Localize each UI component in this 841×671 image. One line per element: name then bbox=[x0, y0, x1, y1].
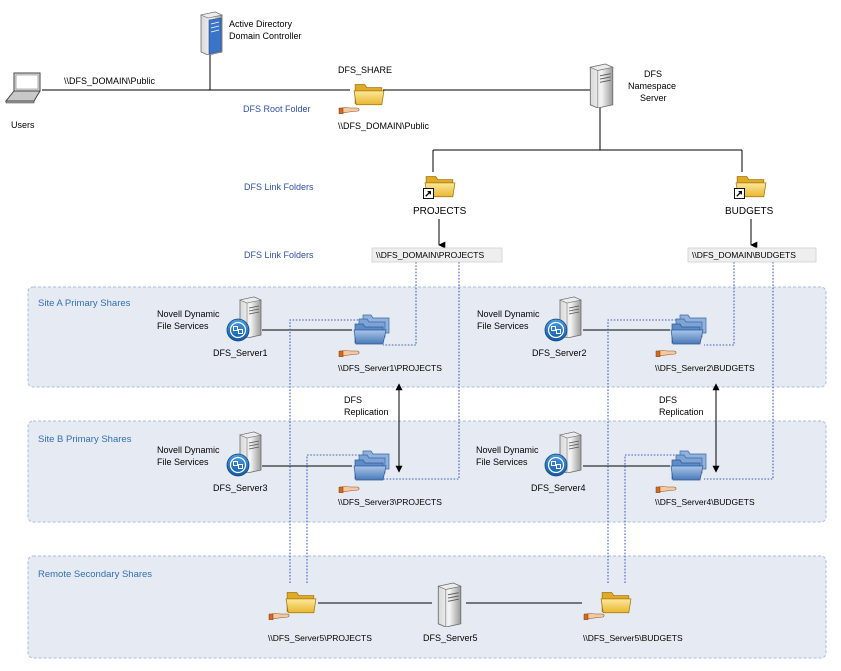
dfs-share-label: DFS_SHARE bbox=[338, 65, 392, 75]
top-connectors bbox=[42, 55, 743, 172]
server-share-links bbox=[262, 329, 670, 604]
referral-lines bbox=[289, 262, 774, 583]
nds-label-1: Novell Dynamic bbox=[477, 309, 540, 319]
nds-label-1: Novell Dynamic bbox=[476, 445, 539, 455]
namespace-server-label-2: Namespace bbox=[628, 81, 676, 91]
dfs-server3-label: DFS_Server3 bbox=[213, 483, 268, 493]
nds-label-2: File Services bbox=[157, 321, 209, 331]
dfs-server1-label: DFS_Server1 bbox=[213, 348, 268, 358]
replication-label-right-2: Replication bbox=[659, 407, 704, 417]
share-hand-icon bbox=[338, 107, 360, 114]
budgets-path-box bbox=[687, 247, 817, 263]
dfs-root-folder-icon[interactable] bbox=[353, 84, 385, 106]
server3-share-path: \\DFS_Server3\PROJECTS bbox=[338, 497, 442, 507]
dfs-server5-icon bbox=[437, 582, 462, 627]
dfs-link-folders-label: DFS Link Folders bbox=[244, 250, 314, 260]
nds-label-2: File Services bbox=[477, 321, 529, 331]
dfs-link-folders-label: DFS Link Folders bbox=[244, 182, 314, 192]
site-b-title: Site B Primary Shares bbox=[38, 434, 132, 445]
nds-label-1: Novell Dynamic bbox=[157, 445, 220, 455]
dfs-root-folder-label: DFS Root Folder bbox=[243, 104, 311, 114]
server1-share-path: \\DFS_Server1\PROJECTS bbox=[338, 363, 442, 373]
dfs-server2-label: DFS_Server2 bbox=[532, 348, 587, 358]
server5-projects-folder-icon[interactable] bbox=[285, 592, 317, 614]
ad-controller-label-2: Domain Controller bbox=[229, 31, 302, 41]
namespace-server-label-3: Server bbox=[640, 93, 667, 103]
dfs-server5-label: DFS_Server5 bbox=[423, 633, 478, 643]
remote-title: Remote Secondary Shares bbox=[38, 569, 152, 580]
users-label: Users bbox=[11, 120, 35, 130]
server3-share-folder-icon[interactable] bbox=[353, 450, 390, 481]
budgets-shortcut-icon bbox=[734, 188, 745, 199]
replication-label-left-1: DFS bbox=[344, 395, 362, 405]
remote-panel bbox=[27, 555, 827, 659]
projects-shortcut-icon bbox=[423, 188, 434, 199]
server5-budgets-folder-icon[interactable] bbox=[600, 592, 632, 614]
novell-dfs-icon bbox=[226, 318, 250, 342]
projects-path-box bbox=[371, 247, 503, 263]
ad-controller-label-1: Active Directory bbox=[229, 19, 293, 29]
projects-path: \\DFS_DOMAIN\PROJECTS bbox=[376, 250, 484, 260]
dfs-server4-label: DFS_Server4 bbox=[531, 483, 586, 493]
server4-share-path: \\DFS_Server4\BUDGETS bbox=[655, 497, 755, 507]
namespace-server-label-1: DFS bbox=[644, 69, 662, 79]
active-directory-server-icon bbox=[200, 11, 223, 55]
novell-dfs-icon bbox=[544, 453, 568, 477]
users-path: \\DFS_DOMAIN\Public bbox=[64, 76, 156, 86]
namespace-server-icon bbox=[589, 63, 614, 108]
budgets-path: \\DFS_DOMAIN\BUDGETS bbox=[692, 250, 796, 260]
projects-label: PROJECTS bbox=[413, 206, 467, 217]
server2-share-folder-icon[interactable] bbox=[670, 314, 707, 345]
server5-budgets-path: \\DFS_Server5\BUDGETS bbox=[583, 633, 683, 643]
novell-dfs-icon bbox=[544, 318, 568, 342]
dfs-root-path: \\DFS_DOMAIN\Public bbox=[338, 121, 430, 131]
users-laptop-icon bbox=[5, 72, 41, 104]
site-a-panel bbox=[27, 286, 827, 388]
server4-share-folder-icon[interactable] bbox=[670, 450, 707, 481]
novell-dfs-icon bbox=[226, 453, 250, 477]
site-b-panel bbox=[27, 420, 827, 523]
server1-share-folder-icon[interactable] bbox=[353, 314, 390, 345]
replication-label-left-2: Replication bbox=[344, 407, 389, 417]
nds-label-2: File Services bbox=[476, 457, 528, 467]
replication-label-right-1: DFS bbox=[659, 395, 677, 405]
nds-label-2: File Services bbox=[157, 457, 209, 467]
server5-projects-path: \\DFS_Server5\PROJECTS bbox=[268, 633, 372, 643]
budgets-label: BUDGETS bbox=[725, 206, 774, 217]
server2-share-path: \\DFS_Server2\BUDGETS bbox=[655, 363, 755, 373]
nds-label-1: Novell Dynamic bbox=[157, 309, 220, 319]
site-a-title: Site A Primary Shares bbox=[38, 298, 131, 309]
